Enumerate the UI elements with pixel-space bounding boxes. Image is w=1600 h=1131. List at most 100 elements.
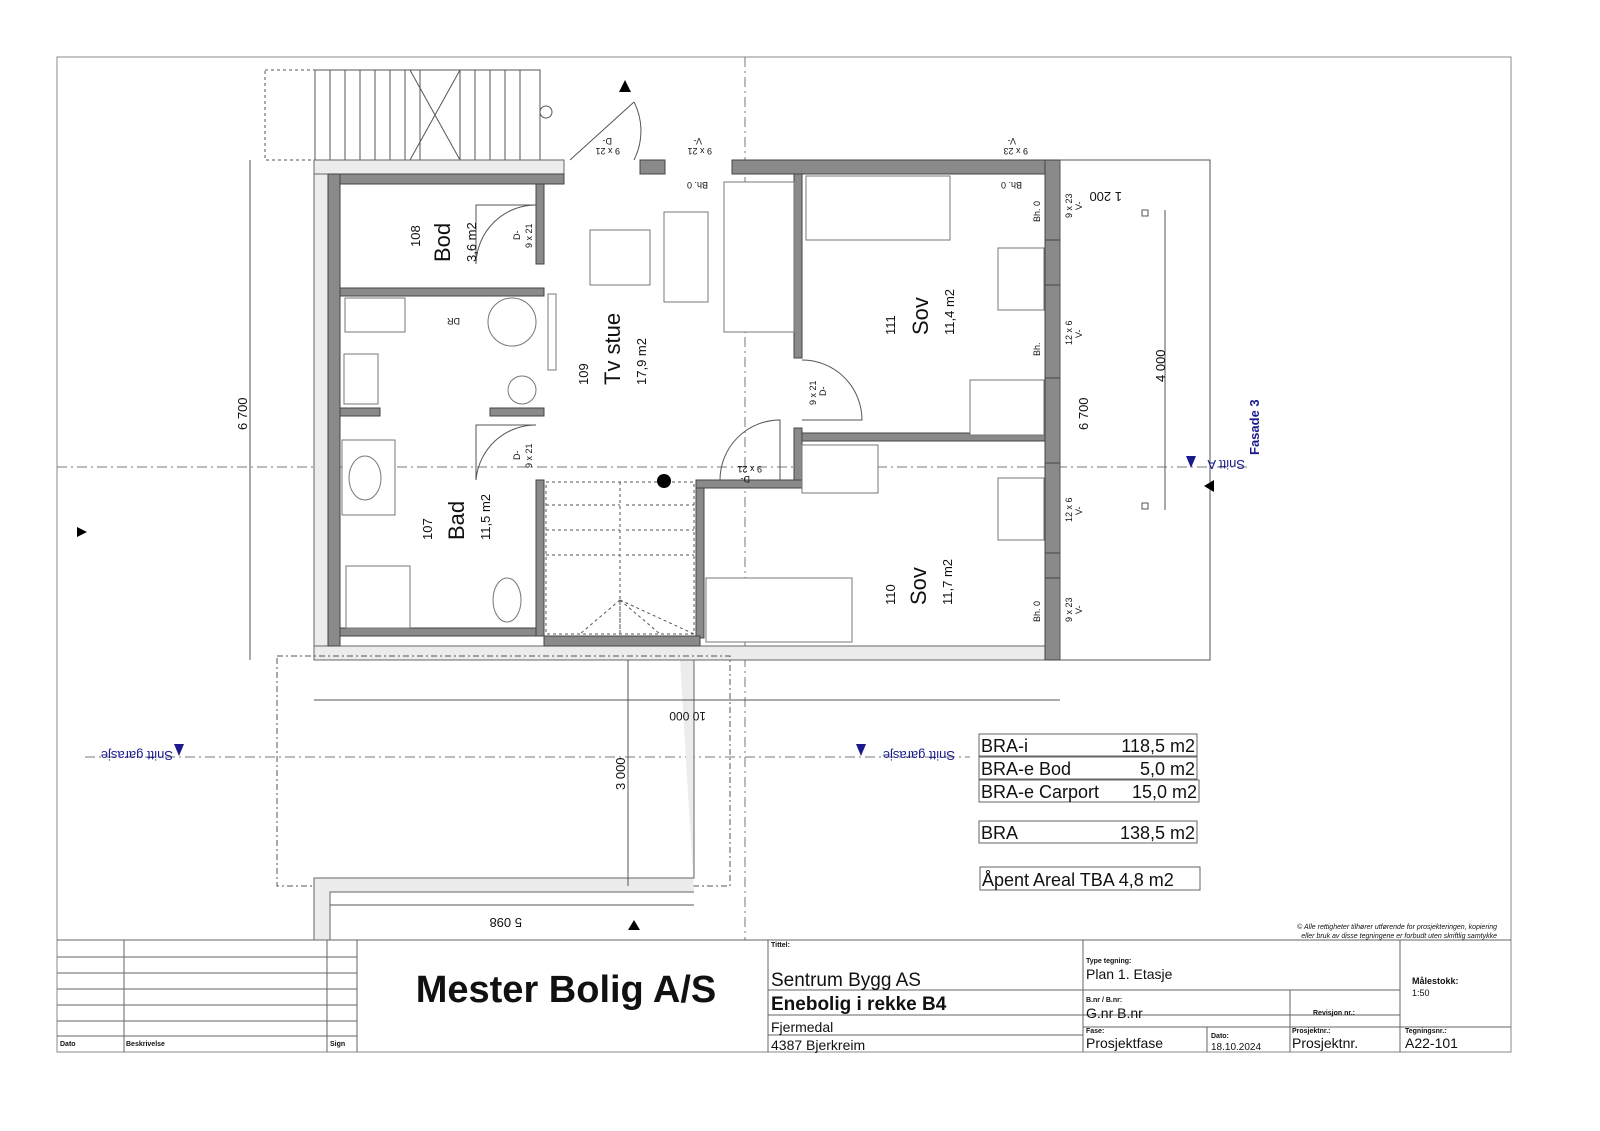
svg-text:Sentrum Bygg AS: Sentrum Bygg AS — [771, 970, 921, 991]
svg-text:Tv stue: Tv stue — [600, 313, 625, 385]
copyright-line-2: eller bruk av disse tegningene er forbud… — [1301, 933, 1497, 940]
interior-stair — [545, 474, 695, 635]
room-sov-110: 110 Sov 11,7 m2 — [883, 559, 955, 605]
svg-text:Sov: Sov — [908, 297, 933, 335]
furniture — [341, 175, 1045, 643]
area-table: BRA-i 118,5 m2 BRA-e Bod 5,0 m2 BRA-e Ca… — [978, 733, 1201, 891]
title-block: Dato Beskrivelse Sign Mester Bolig A/S T… — [57, 939, 1511, 1053]
svg-text:D-: D- — [741, 474, 751, 484]
svg-text:3 000: 3 000 — [613, 757, 628, 790]
svg-text:V-: V- — [1074, 506, 1084, 515]
svg-text:5,0 m2: 5,0 m2 — [1140, 759, 1195, 779]
svg-text:D-: D- — [512, 451, 522, 461]
svg-text:Revisjon nr.:: Revisjon nr.: — [1313, 1010, 1355, 1017]
svg-text:A22-101: A22-101 — [1405, 1035, 1458, 1051]
svg-text:Enebolig i rekke B4: Enebolig i rekke B4 — [771, 994, 947, 1015]
company-name: Mester Bolig A/S — [416, 969, 717, 1011]
room-bad-107: 107 Bad 11,5 m2 — [420, 494, 493, 540]
svg-text:Bh. 0: Bh. 0 — [1001, 180, 1022, 190]
svg-text:109: 109 — [576, 363, 591, 385]
svg-text:6 700: 6 700 — [235, 397, 250, 430]
svg-text:D-: D- — [512, 231, 522, 241]
svg-text:15,0 m2: 15,0 m2 — [1132, 782, 1197, 802]
svg-text:Bad: Bad — [444, 501, 469, 540]
svg-text:Prosjektnr.:: Prosjektnr.: — [1292, 1028, 1331, 1035]
svg-text:11,5 m2: 11,5 m2 — [478, 494, 493, 540]
svg-text:Målestokk:: Målestokk: — [1412, 976, 1459, 986]
svg-text:9 x 23: 9 x 23 — [1064, 193, 1074, 218]
svg-text:4387 Bjerkreim: 4387 Bjerkreim — [771, 1037, 865, 1053]
svg-text:Plan 1. Etasje: Plan 1. Etasje — [1086, 966, 1173, 982]
svg-text:Fjermedal: Fjermedal — [771, 1019, 833, 1035]
svg-text:9 x 21: 9 x 21 — [595, 146, 620, 156]
svg-text:Fase:: Fase: — [1086, 1028, 1104, 1035]
sheet-border — [56, 56, 1512, 1053]
svg-text:Snitt garasje: Snitt garasje — [101, 748, 173, 763]
doors — [475, 101, 863, 481]
svg-text:1 200: 1 200 — [1089, 189, 1122, 204]
svg-text:118,5 m2: 118,5 m2 — [1121, 736, 1195, 756]
svg-text:12 x 6: 12 x 6 — [1064, 320, 1074, 345]
svg-text:9 x 21: 9 x 21 — [524, 443, 534, 468]
svg-text:18.10.2024: 18.10.2024 — [1211, 1042, 1261, 1053]
svg-text:11,4 m2: 11,4 m2 — [942, 289, 957, 335]
svg-text:Bh. 0: Bh. 0 — [1032, 601, 1042, 622]
svg-text:10 000: 10 000 — [669, 709, 706, 723]
room-sov-111: 111 Sov 11,4 m2 — [883, 289, 957, 335]
svg-text:Sign: Sign — [330, 1041, 345, 1048]
svg-text:Fasade 3: Fasade 3 — [1247, 399, 1262, 455]
svg-text:BRA-i: BRA-i — [981, 736, 1028, 756]
svg-text:Bh. 0: Bh. 0 — [687, 180, 708, 190]
section-markers: Snitt garasje Snitt garasje Snitt A Fasa… — [77, 80, 1262, 930]
svg-text:V-: V- — [1074, 605, 1084, 614]
svg-text:D-: D- — [603, 136, 613, 146]
svg-text:V-: V- — [693, 136, 702, 146]
svg-text:Åpent Areal TBA 4,8 m2: Åpent Areal TBA 4,8 m2 — [982, 870, 1174, 890]
svg-text:11,7 m2: 11,7 m2 — [940, 559, 955, 605]
svg-text:V-: V- — [1074, 329, 1084, 338]
svg-text:111: 111 — [883, 315, 898, 335]
svg-text:9 x 23: 9 x 23 — [1003, 146, 1028, 156]
stair-marker — [657, 474, 671, 488]
svg-text:Sov: Sov — [906, 567, 931, 605]
svg-text:D-: D- — [818, 387, 828, 397]
svg-text:9 x 21: 9 x 21 — [687, 146, 712, 156]
exterior-stair — [264, 69, 553, 161]
svg-text:108: 108 — [408, 225, 423, 247]
svg-text:17,9 m2: 17,9 m2 — [634, 338, 649, 385]
svg-text:12 x 6: 12 x 6 — [1064, 497, 1074, 522]
room-bod-108: 108 Bod 3,6 m2 — [408, 222, 479, 262]
svg-text:Bh. 0: Bh. 0 — [1032, 201, 1042, 222]
room-tv-stue-109: 109 Tv stue 17,9 m2 — [576, 313, 649, 385]
svg-text:Snitt garasje: Snitt garasje — [883, 748, 955, 763]
svg-text:3,6 m2: 3,6 m2 — [464, 222, 479, 262]
svg-text:Beskrivelse: Beskrivelse — [126, 1041, 165, 1048]
interior-walls — [339, 173, 1046, 647]
opening-tags: 9 x 21 D- 9 x 21 V- 9 x 23 V- Bh. 0 Bh. … — [447, 136, 1084, 622]
dimensions: 6 700 6 700 4 000 1 200 10 000 3 000 5 0… — [235, 189, 1168, 930]
svg-text:B.nr / B.nr:: B.nr / B.nr: — [1086, 997, 1122, 1004]
svg-text:Tittel:: Tittel: — [771, 942, 790, 949]
svg-text:9 x 21: 9 x 21 — [737, 464, 762, 474]
svg-text:BRA-e Bod: BRA-e Bod — [981, 759, 1071, 779]
svg-text:107: 107 — [420, 518, 435, 540]
svg-text:9 x 21: 9 x 21 — [524, 223, 534, 248]
svg-text:Snitt A: Snitt A — [1207, 457, 1245, 472]
svg-text:BRA-e Carport: BRA-e Carport — [981, 782, 1099, 802]
svg-text:9 x 21: 9 x 21 — [808, 380, 818, 405]
copyright-line-1: © Alle rettigheter tilhører utførende fo… — [1297, 923, 1497, 931]
svg-text:BRA: BRA — [981, 823, 1018, 843]
svg-text:1:50: 1:50 — [1412, 988, 1430, 998]
svg-text:110: 110 — [883, 584, 898, 605]
svg-text:V-: V- — [1007, 136, 1016, 146]
svg-text:6 700: 6 700 — [1076, 397, 1091, 430]
svg-text:Prosjektnr.: Prosjektnr. — [1292, 1035, 1358, 1051]
svg-text:DR: DR — [447, 316, 460, 326]
svg-text:Type tegning:: Type tegning: — [1086, 958, 1131, 965]
svg-text:Tegningsnr.:: Tegningsnr.: — [1405, 1028, 1446, 1035]
svg-text:9 x 23: 9 x 23 — [1064, 597, 1074, 622]
svg-text:Dato:: Dato: — [1211, 1033, 1229, 1040]
svg-text:Prosjektfase: Prosjektfase — [1086, 1035, 1163, 1051]
svg-text:V-: V- — [1074, 201, 1084, 210]
